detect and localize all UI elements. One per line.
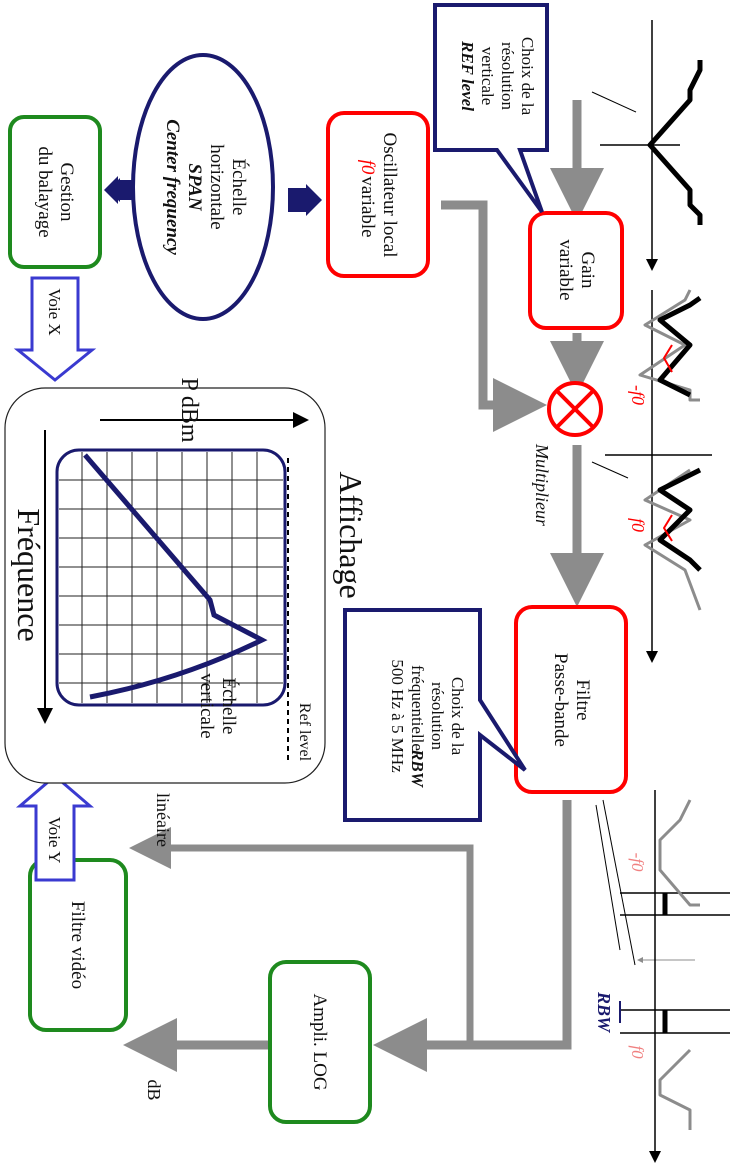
choix-verticale-callout (433, 3, 549, 214)
echelle-v-line2: verticale (196, 673, 217, 738)
ref-level-label: Ref level (296, 703, 313, 762)
echelle-h-span: SPAN (184, 163, 205, 211)
ampli-log-box (268, 960, 372, 1124)
choix-v-line4: REF level (458, 40, 477, 111)
ampli-log-label: Ampli. LOG (309, 993, 330, 1090)
filtre-video-box (28, 858, 128, 1032)
multiplieur-label: Multiplieur (532, 443, 552, 527)
screen (55, 448, 287, 707)
choix-f-line2: résolution (428, 682, 447, 750)
choix-f-rbw: RBW (408, 748, 427, 789)
spectrum-trace (83, 453, 268, 700)
choix-frequentielle-callout (343, 608, 527, 822)
choix-f-line3: fréquentielle (408, 665, 427, 751)
filtre-pb-line1: Filtre (572, 679, 593, 720)
spectrum-bottom (595, 790, 730, 1163)
filtre-video-label: Filtre vidéo (67, 901, 88, 989)
minus-f0-mid: -f0 (628, 385, 648, 405)
lineaire-label: linéaire (153, 793, 173, 847)
signal-paths (123, 100, 604, 1072)
choix-v-line1: Choix de la (518, 37, 537, 116)
echelle-v-line1: Échelle (218, 678, 240, 735)
multiplier-symbol (547, 381, 603, 437)
f0-mid: f0 (628, 518, 648, 532)
gestion-balayage-box (8, 115, 102, 269)
gain-line2: variable (555, 239, 576, 300)
minus-f0-bottom: -f0 (628, 853, 647, 872)
oscillateur-line1: Oscillateur local (379, 132, 400, 257)
gain-line1: Gain (577, 252, 598, 289)
f0-bottom: f0 (628, 1045, 647, 1059)
choix-v-line2: résolution (498, 42, 517, 110)
rbw-label: RBW (594, 991, 614, 1034)
choix-f-line1: Choix de la (448, 677, 467, 756)
gain-box (528, 211, 624, 330)
oscillateur-line2: variable (357, 176, 378, 237)
voie-x-arrow (13, 276, 97, 382)
oscillateur-f0: f0 (357, 160, 378, 175)
spectrum-top (591, 20, 703, 271)
voie-x-label: Voie X (45, 288, 64, 335)
choix-v-line3: verticale (478, 47, 497, 106)
filtre-passe-bande-box (514, 605, 628, 794)
db-label: dB (144, 1079, 164, 1100)
gestion-line2: du balayage (34, 146, 55, 237)
oscillateur-box (326, 111, 430, 278)
choix-f-line5: 500 Hz à 5 MHz (388, 659, 407, 773)
echelle-h-line2: horizontale (206, 144, 227, 229)
p-dbm-label: P dBm (176, 377, 202, 442)
affichage-title: Affichage (333, 471, 369, 598)
frequence-label: Fréquence (11, 508, 47, 641)
echelle-h-line1: Échelle (228, 159, 250, 216)
filtre-pb-line2: Passe-bande (550, 653, 571, 747)
spectrum-mid (591, 289, 712, 663)
screen-grid (59, 452, 283, 703)
echelle-h-center: Center frequency (162, 119, 183, 255)
echelle-horizontale-ellipse (131, 53, 275, 321)
voie-y-label: Voie Y (45, 817, 64, 864)
gestion-line1: Gestion (56, 162, 77, 222)
